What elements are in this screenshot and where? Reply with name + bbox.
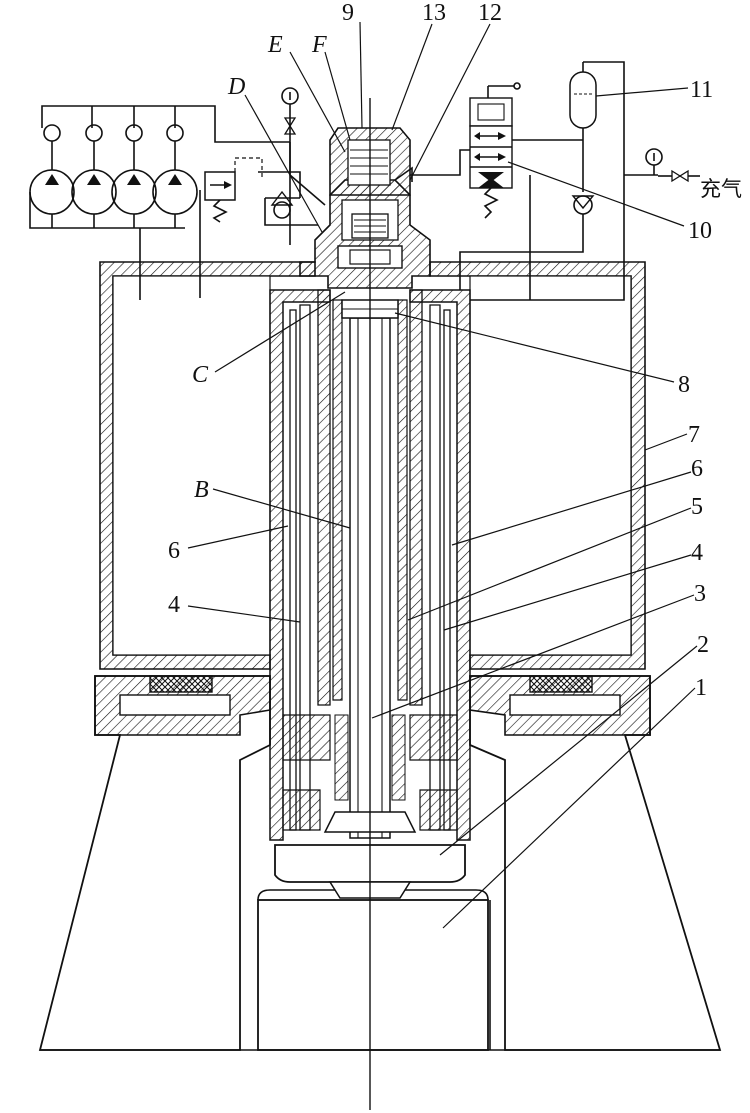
- label-charge-gas: 充气: [700, 177, 742, 201]
- label-5: 5: [691, 494, 703, 520]
- check-valve-icon: [258, 171, 318, 226]
- label-6-right: 6: [691, 456, 703, 482]
- seal-right: [529, 675, 593, 693]
- label-2: 2: [697, 632, 709, 658]
- label-11: 11: [690, 77, 713, 103]
- label-D: D: [227, 74, 245, 100]
- check-valve-icon: [43, 124, 184, 170]
- label-10: 10: [688, 218, 712, 244]
- directional-valve-icon: [469, 82, 521, 219]
- base-frame: [38, 675, 722, 1051]
- pressure-gauge-icon: [645, 148, 663, 175]
- label-12: 12: [478, 0, 502, 26]
- stop-valve-icon: [658, 169, 700, 183]
- label-6-left: 6: [168, 538, 180, 564]
- top-valve-block: [299, 127, 431, 289]
- accumulator-icon: [470, 61, 625, 301]
- leader-lines: [187, 21, 698, 929]
- label-8: 8: [678, 372, 690, 398]
- label-7: 7: [688, 422, 700, 448]
- label-4-right: 4: [691, 540, 703, 566]
- check-valve-icon: [459, 195, 595, 290]
- label-9: 9: [342, 0, 354, 26]
- label-1: 1: [695, 675, 707, 701]
- label-13: 13: [422, 0, 446, 26]
- relief-valve-icon: [199, 157, 263, 298]
- label-E: E: [267, 32, 283, 58]
- label-B: B: [194, 477, 209, 503]
- seal-left: [149, 675, 213, 693]
- label-F: F: [311, 32, 327, 58]
- control-group: [410, 61, 700, 301]
- label-C: C: [192, 362, 209, 388]
- stop-valve-icon: [283, 117, 297, 135]
- label-3: 3: [694, 581, 706, 607]
- outer-tank: [99, 261, 646, 670]
- label-4-left: 4: [168, 592, 180, 618]
- pump-group: [29, 87, 326, 300]
- pump-icon: [29, 169, 198, 215]
